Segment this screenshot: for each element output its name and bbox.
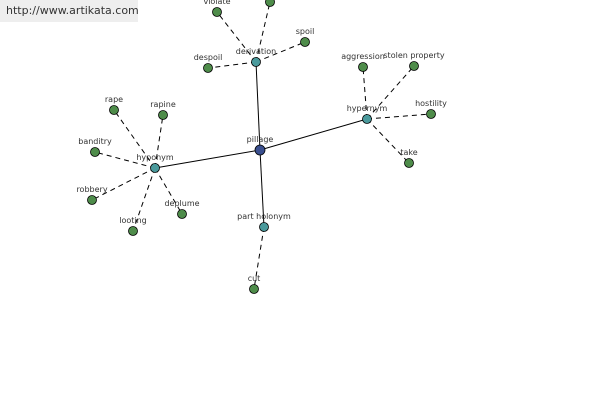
node-circle[interactable] [177,209,187,219]
node-label: pillage [247,135,274,144]
node-label: part holonym [237,212,291,221]
node-label: aggression [341,52,385,61]
node-circle[interactable] [203,63,213,73]
node-circle[interactable] [251,57,261,67]
node-banditry[interactable]: banditry [78,137,112,157]
edge-derivation-derivation_extra [255,1,271,63]
edge-hyponym-banditry [94,151,156,169]
nodes-layer: pillage derivation hypernym hyponym part hol… [76,0,447,294]
node-robbery[interactable]: robbery [76,185,108,205]
node-label: derivation [236,47,276,56]
edge-pillage-derivation [255,61,261,151]
edge-hyponym-robbery [91,167,156,201]
node-circle[interactable] [265,0,275,7]
node-circle[interactable] [362,114,372,124]
node-circle[interactable] [409,61,419,71]
node-circle[interactable] [128,226,138,236]
node-circle[interactable] [426,109,436,119]
node-hypernym[interactable]: hypernym [347,104,388,124]
node-rapine[interactable]: rapine [150,100,176,120]
node-despoil[interactable]: despoil [194,53,223,73]
edge-part_holonym-cut [253,226,265,290]
watermark-link[interactable]: http://www.artikata.com [0,0,139,22]
node-circle[interactable] [404,158,414,168]
node-deplume[interactable]: deplume [164,199,200,219]
node-label: rape [105,95,123,104]
node-label: rapine [150,100,176,109]
node-looting[interactable]: looting [119,216,147,236]
node-rape[interactable]: rape [105,95,123,115]
node-circle[interactable] [87,195,97,205]
node-label: hyponym [136,153,174,162]
node-spoil[interactable]: spoil [296,27,315,47]
node-hyponym[interactable]: hyponym [136,153,174,173]
node-label: banditry [78,137,112,146]
edge-hypernym-take [366,118,410,164]
node-hostility[interactable]: hostility [415,99,447,119]
node-derivation-extra[interactable] [265,0,275,7]
edge-derivation-violate [216,11,257,63]
edge-hyponym-rape [113,109,156,169]
node-label: hostility [415,99,447,108]
edge-hypernym-hostility [366,113,432,120]
edge-hypernym-stolen_property [366,65,415,120]
node-violate[interactable]: violate [203,0,231,17]
edge-derivation-despoil [207,61,257,69]
node-label: looting [119,216,147,225]
node-label: cut [248,274,261,283]
node-circle[interactable] [150,163,160,173]
node-circle[interactable] [212,7,222,17]
edge-hyponym-looting [132,167,156,232]
node-label: deplume [164,199,199,208]
node-circle[interactable] [259,222,269,232]
edge-pillage-hypernym [259,118,368,151]
node-pillage[interactable]: pillage [247,135,274,156]
node-cut[interactable]: cut [248,274,261,294]
node-circle[interactable] [249,284,259,294]
node-circle[interactable] [254,144,266,156]
node-label: spoil [296,27,315,36]
node-circle[interactable] [300,37,310,47]
edge-pillage-hyponym [154,149,261,169]
node-circle[interactable] [109,105,119,115]
node-derivation[interactable]: derivation [236,47,276,67]
node-label: hypernym [347,104,388,113]
edge-pillage-part_holonym [259,149,265,228]
node-label: despoil [194,53,223,62]
node-circle[interactable] [158,110,168,120]
node-stolen-property[interactable]: stolen property [383,51,445,71]
node-aggression[interactable]: aggression [341,52,385,72]
node-label: violate [203,0,230,6]
node-label: robbery [76,185,107,194]
node-label: take [400,148,417,157]
edges-layer [91,1,432,290]
node-label: stolen property [383,51,444,60]
node-part-holonym[interactable]: part holonym [237,212,291,232]
node-circle[interactable] [90,147,100,157]
node-circle[interactable] [358,62,368,72]
node-take[interactable]: take [400,148,418,168]
